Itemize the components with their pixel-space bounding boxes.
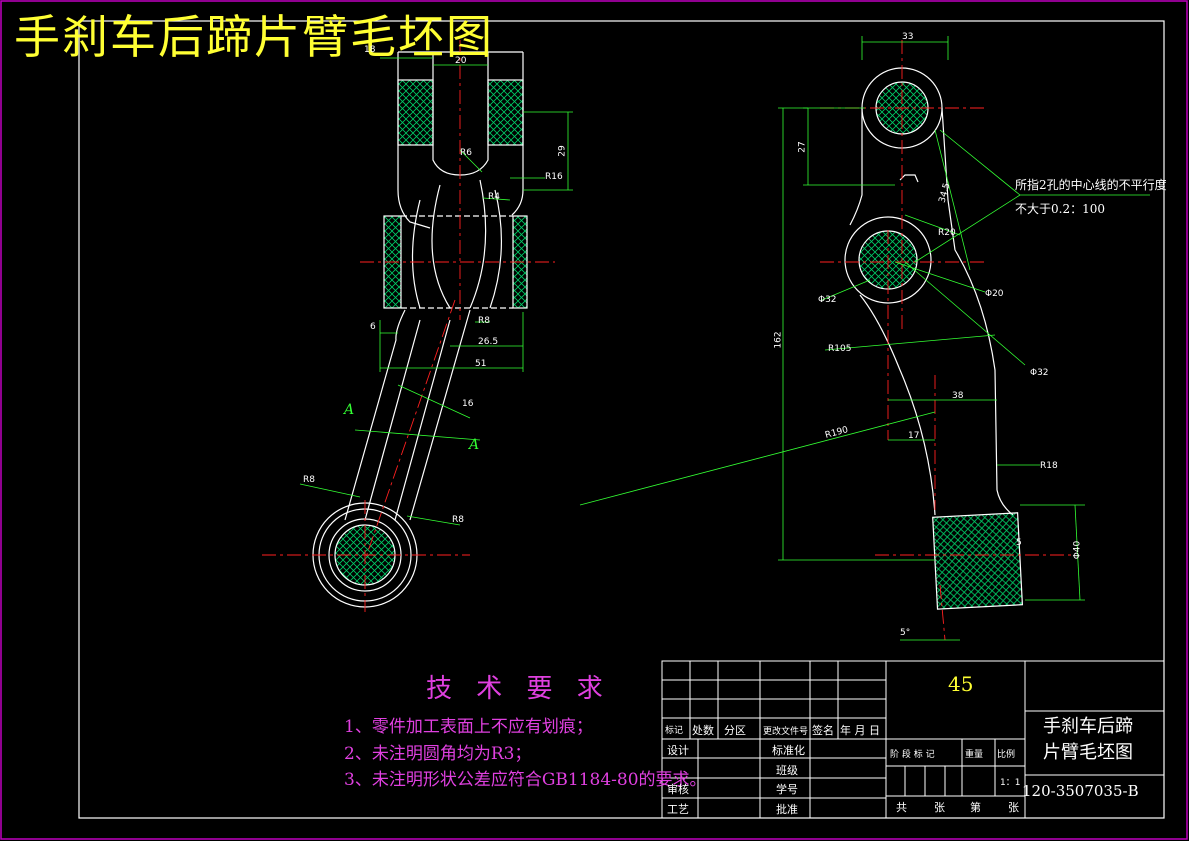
header-student-no: 学号 (776, 783, 798, 796)
dim-label: 29 (557, 145, 568, 157)
header-mark: 标记 (665, 726, 684, 736)
tolerance-note-line1: 所指2孔的中心线的不平行度 (1015, 178, 1167, 192)
left-view (312, 51, 528, 608)
dim-label: 17 (908, 431, 920, 441)
dim-label: R20 (938, 228, 956, 238)
dim-label: R105 (828, 344, 852, 354)
dim-label: R16 (545, 172, 563, 182)
tech-requirements-heading: 技 术 要 求 (426, 674, 611, 704)
footer-sheets: 张 (934, 801, 945, 814)
footer-total: 共 (896, 801, 907, 814)
title-block-grid (661, 660, 1165, 819)
header-standardize: 标准化 (772, 744, 805, 757)
dim-label: Φ20 (985, 289, 1004, 299)
left-dimensions (299, 57, 573, 526)
section-label: A (344, 402, 355, 418)
right-view (844, 67, 1024, 610)
header-change-doc: 更改文件号 (763, 727, 809, 737)
dim-label: Φ32 (1030, 368, 1049, 378)
dim-label: 6 (370, 322, 376, 332)
inner-frame (78, 20, 1165, 819)
dim-label: 5 (1016, 538, 1022, 548)
dim-label: 5° (900, 628, 911, 638)
header-weight: 重量 (965, 750, 984, 760)
dim-label: R6 (460, 148, 472, 158)
header-signature: 签名 (812, 724, 834, 737)
header-design: 设计 (667, 744, 689, 757)
dim-label: R8 (478, 316, 490, 326)
requirement-item: 2、未注明圆角均为R3； (344, 744, 532, 764)
header-count: 处数 (692, 724, 714, 737)
requirement-item: 1、零件加工表面上不应有划痕； (344, 717, 593, 737)
part-name-line1: 手刹车后蹄 (1043, 716, 1133, 737)
header-stage-mark: 阶 段 标 记 (890, 750, 935, 760)
right-dimensions (579, 36, 1150, 641)
dim-label: 26.5 (478, 337, 499, 347)
section-label: A (469, 437, 480, 453)
header-ratio: 比例 (997, 750, 1016, 760)
header-date: 年 月 日 (840, 724, 880, 737)
material-label: 45 (948, 672, 974, 696)
dim-label: 18 (364, 45, 376, 55)
dim-label: 38 (952, 391, 964, 401)
requirement-item: 3、未注明形状公差应符合GB1184-80的要求。 (344, 770, 707, 790)
dim-label: 51 (475, 359, 487, 369)
header-approve: 批准 (776, 803, 798, 816)
header-process: 工艺 (667, 803, 689, 816)
footer-sheet-end: 张 (1008, 801, 1019, 814)
drawing-title: 手刹车后蹄片臂毛坯图 (14, 10, 494, 64)
dim-label: 162 (773, 331, 784, 349)
header-review: 审核 (667, 783, 689, 796)
dim-label: 20 (455, 56, 467, 66)
header-zone: 分区 (724, 724, 746, 737)
footer-number: 第 (970, 801, 981, 814)
right-centerlines (820, 40, 1075, 641)
dim-label: R4 (488, 192, 500, 202)
dim-label: Φ32 (818, 295, 837, 305)
dim-label: 27 (797, 141, 808, 153)
dim-label: 16 (462, 399, 474, 409)
left-centerlines (262, 40, 555, 612)
dim-label: R8 (303, 475, 315, 485)
header-class: 班级 (776, 764, 798, 777)
tolerance-note-line2: 不大于0.2：100 (1015, 202, 1105, 216)
scale-value: 1：1 (1000, 778, 1021, 788)
dim-label: R8 (452, 515, 464, 525)
dim-label: 33 (902, 32, 914, 42)
dim-label: Φ40 (1072, 540, 1083, 560)
drawing-code: 120-3507035-B (1022, 782, 1139, 800)
part-name-line2: 片臂毛坯图 (1043, 742, 1133, 763)
dim-label: R18 (1040, 461, 1058, 471)
